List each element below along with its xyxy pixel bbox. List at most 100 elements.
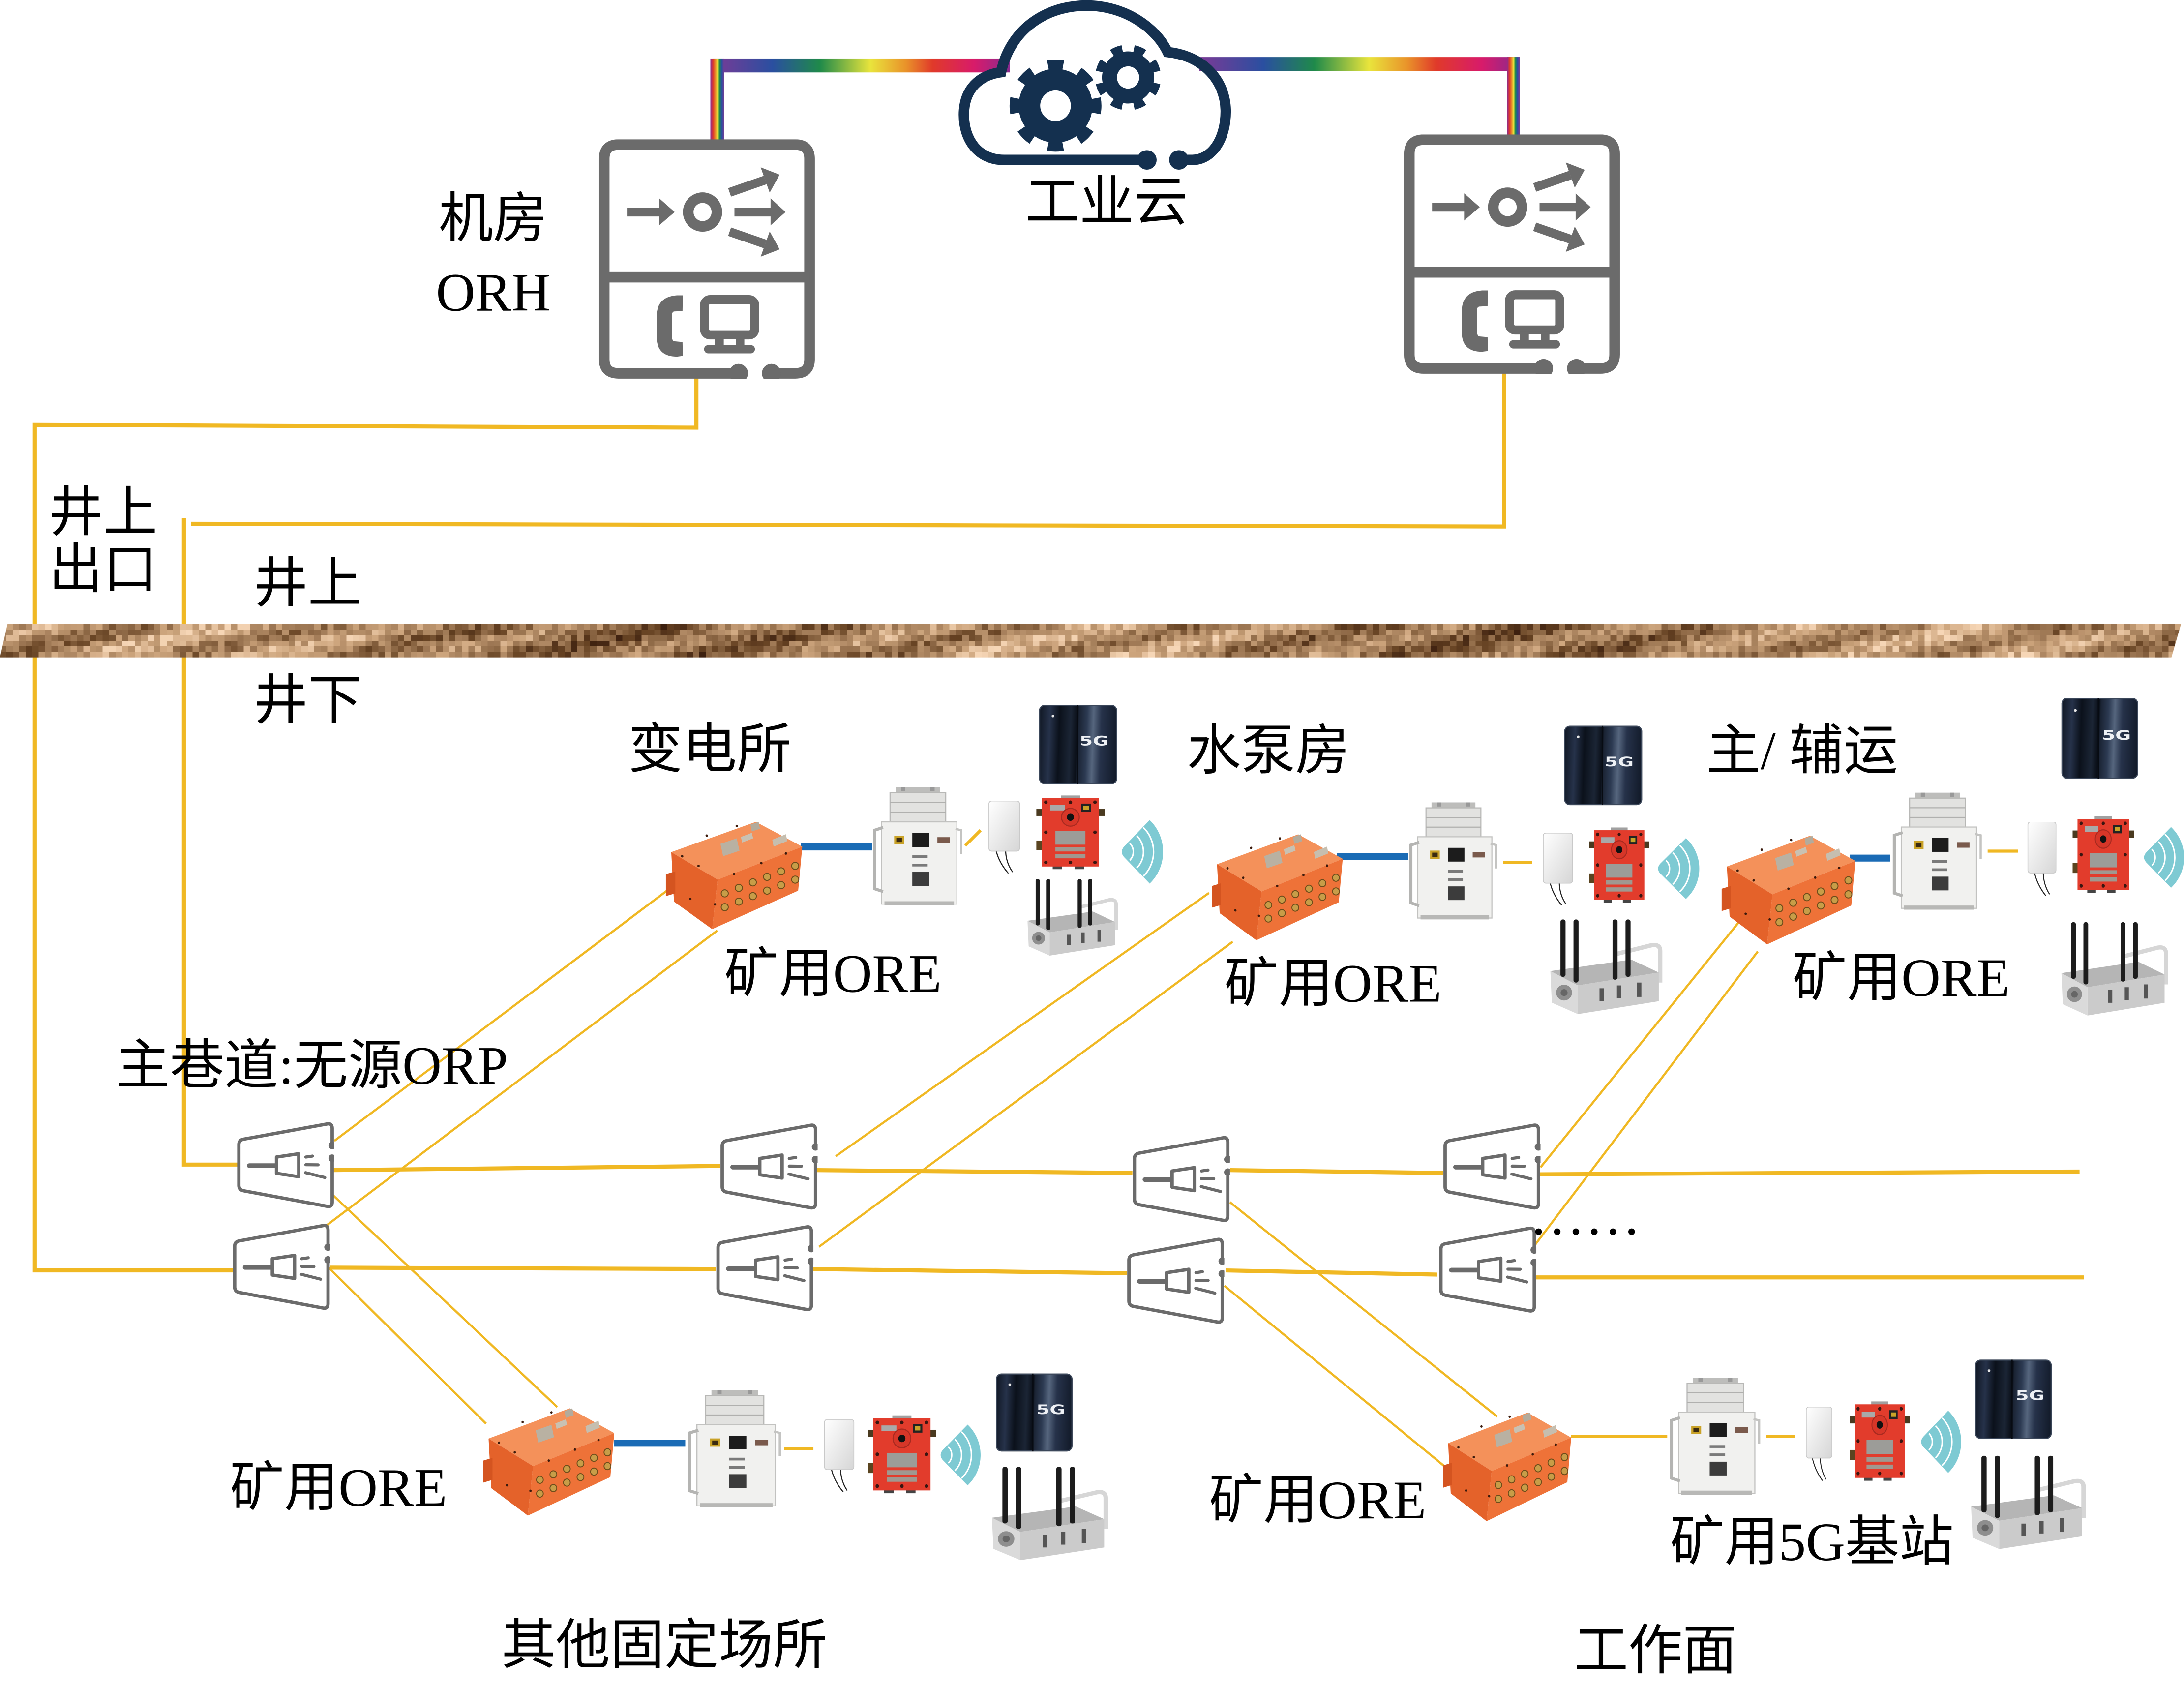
- branch-fiber-substation-b: [325, 930, 718, 1227]
- 5g-base-station: [1968, 1456, 2087, 1549]
- orp-splitter-icon: [239, 1123, 336, 1207]
- mining-ore-unit: [483, 1408, 615, 1516]
- rainbow-cable-left-vertical: [710, 58, 724, 142]
- trunk-segment: [1229, 1168, 1443, 1175]
- phone-camera: [1577, 736, 1580, 739]
- phone-5g-badge: 5G: [1605, 755, 1634, 771]
- mining-ore-unit: [665, 821, 803, 930]
- site-name-other-fixed: 其他固定场所: [501, 1616, 828, 1676]
- wifi-signal-icon: [2143, 826, 2184, 889]
- ore-label-working-face: 矿用ORE: [1209, 1471, 1427, 1531]
- branch-fiber-substation-a: [333, 886, 672, 1142]
- shaft-exit-label-line2: 出口: [49, 540, 158, 601]
- industrial-cloud-icon: [958, 0, 1231, 170]
- mining-ore-unit: [1721, 835, 1855, 945]
- phone-seam: [1601, 725, 1603, 806]
- phone-camera: [1051, 715, 1054, 718]
- mining-ore-unit: [1212, 834, 1343, 940]
- roadway-orp-nodes: [235, 1123, 1542, 1323]
- roadway-trunk-lower: [330, 1265, 2084, 1280]
- phone-camera: [1008, 1384, 1011, 1386]
- fiber-cable-right-orh-drop: [181, 518, 239, 1167]
- phone-5g-badge: 5G: [1079, 734, 1109, 750]
- switch-to-antenna-link: [964, 829, 982, 847]
- orp-splitter-icon: [1129, 1239, 1226, 1323]
- orp-splitter-icon: [235, 1225, 331, 1309]
- 5g-base-station: [989, 1467, 1109, 1560]
- base-station-label: 矿用5G基站: [1670, 1512, 1954, 1573]
- rainbow-cable-right-vertical: [1507, 57, 1520, 138]
- orh-hub-icon-left: [604, 145, 809, 383]
- phone-seam: [1077, 705, 1078, 784]
- phone-camera: [1987, 1370, 1990, 1373]
- rock-strata-band: [0, 623, 2182, 658]
- trunk-segment: [1539, 1169, 2080, 1176]
- site-name-working-face: 工作面: [1574, 1621, 1737, 1682]
- branch-fiber-other-sites-b: [328, 1266, 487, 1425]
- fiber-cable-right-orh-feed: [191, 370, 1506, 529]
- cloud-uplink-cables: [710, 57, 1520, 142]
- main-roadway-label: 主巷道:无源ORP: [116, 1036, 508, 1097]
- trunk-segment: [816, 1168, 1133, 1175]
- branch-fiber-pump-room-b: [818, 940, 1233, 1248]
- shaft-fiber-feeds: [32, 370, 1506, 1273]
- explosion-proof-terminal-box: [868, 1415, 936, 1494]
- trunk-segment: [812, 1267, 1127, 1275]
- cloud-outline: [958, 0, 1231, 165]
- phone-5g-badge: 5G: [2015, 1389, 2044, 1405]
- ore-label-substation: 矿用ORE: [724, 944, 942, 1005]
- mining-switch-cabinet: [1407, 802, 1500, 921]
- underground-label: 井下: [253, 671, 362, 731]
- shaft-exit-label-line1: 井上: [49, 483, 158, 543]
- ore-label-pump-room: 矿用ORE: [1224, 954, 1442, 1014]
- panel-antenna: [2027, 822, 2057, 896]
- machine-room-label: 机房: [439, 189, 548, 249]
- mining-switch-cabinet: [870, 787, 965, 907]
- gear-icon-small: [1095, 44, 1161, 111]
- panel-antenna: [1805, 1407, 1833, 1481]
- branch-fibers: [325, 886, 1759, 1471]
- fiber-cable-left-orh-feed: [32, 374, 699, 1273]
- orh-hub-icon-right: [1409, 140, 1615, 378]
- trunk-segment: [1226, 1268, 1438, 1277]
- panel-antenna: [1542, 833, 1573, 905]
- site-name-haulage: 主/ 辅运: [1706, 722, 1898, 782]
- branch-fiber-haulage-a: [1539, 918, 1742, 1168]
- ore-label-other-fixed: 矿用ORE: [230, 1458, 448, 1519]
- mining-switch-cabinet: [685, 1390, 784, 1509]
- site-name-substation: 变电所: [628, 720, 791, 781]
- branch-fiber-haulage-b: [1532, 951, 1759, 1248]
- panel-antenna: [988, 801, 1020, 874]
- wifi-signal-icon: [940, 1424, 981, 1486]
- rainbow-cable-right-horizontal: [1199, 57, 1520, 71]
- mining-switch-cabinet: [1890, 793, 1985, 911]
- phone-seam: [1032, 1373, 1034, 1452]
- orp-splitter-icon: [718, 1227, 815, 1310]
- trunk-segment: [332, 1164, 720, 1173]
- branch-fiber-working-face-a: [1229, 1201, 1498, 1418]
- explosion-proof-terminal-box: [1589, 827, 1649, 903]
- mining-switch-cabinet: [1667, 1378, 1763, 1496]
- phone-seam: [2098, 697, 2100, 779]
- explosion-proof-terminal-box: [1036, 795, 1105, 870]
- 5g-base-station: [2059, 922, 2169, 1016]
- above-ground-label: 井上: [253, 554, 362, 615]
- cloud-port-dot: [1169, 150, 1189, 170]
- rainbow-cable-left-horizontal: [713, 58, 1010, 73]
- wifi-signal-icon: [1657, 837, 1700, 900]
- roadway-trunk-upper: [332, 1164, 2080, 1176]
- panel-antenna: [824, 1419, 855, 1492]
- mining-ore-unit: [1443, 1412, 1571, 1521]
- phone-seam: [2011, 1359, 2013, 1439]
- explosion-proof-terminal-box: [1850, 1401, 1910, 1481]
- 5g-base-station: [1548, 919, 1663, 1014]
- 5g-smartphone: 5G: [2061, 697, 2138, 779]
- 5g-smartphone: 5G: [1039, 705, 1117, 784]
- 5g-smartphone: 5G: [996, 1373, 1073, 1452]
- gear-icon-large: [1009, 60, 1102, 152]
- 5g-smartphone: 5G: [1564, 725, 1643, 806]
- 5g-base-station: [1025, 879, 1119, 956]
- 5g-smartphone: 5G: [1975, 1359, 2052, 1439]
- orp-splitter-icon: [1445, 1125, 1542, 1208]
